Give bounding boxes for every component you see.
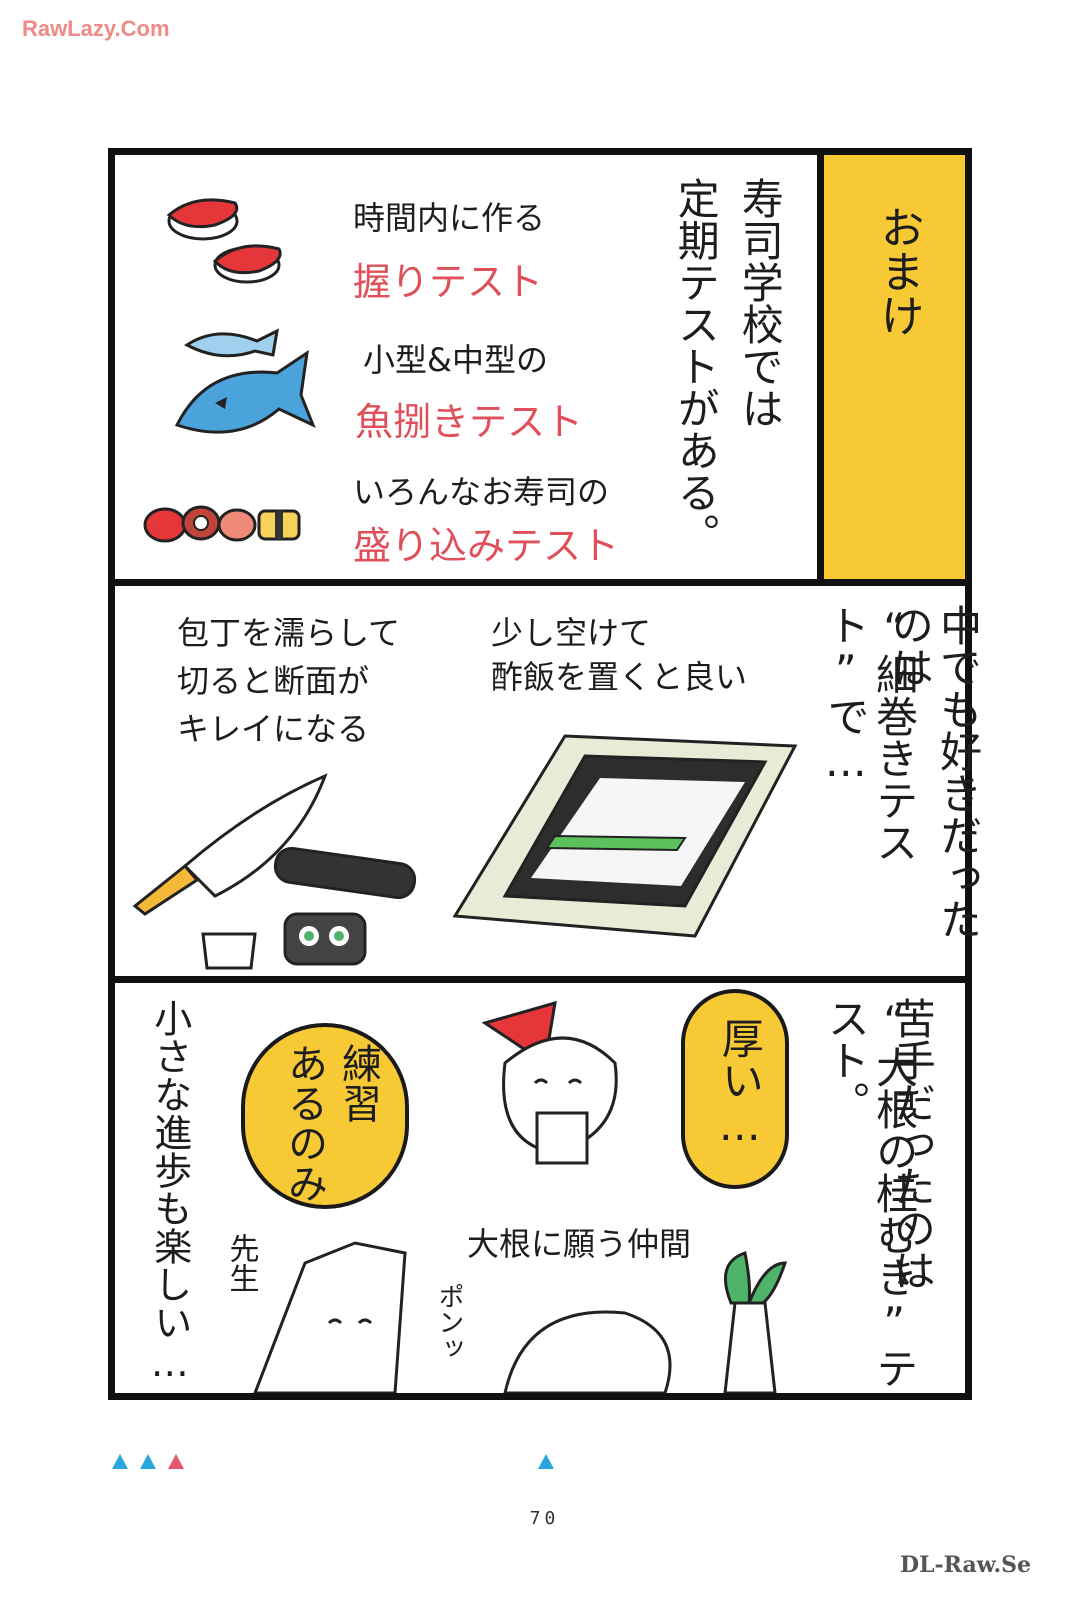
p1-narration-col1: 寿司学校では <box>735 177 785 429</box>
item2-line2: 魚捌きテスト <box>355 400 584 444</box>
note-left-line1: 包丁を濡らして <box>177 614 401 652</box>
sushi-platter-icon <box>143 505 301 543</box>
item3-line2: 盛り込みテスト <box>353 524 620 568</box>
p3-left-column: 小さな進歩も楽しい… <box>147 999 192 1385</box>
item1-line1: 時間内に作る <box>353 199 546 237</box>
triangle-marker-center <box>538 1454 554 1469</box>
p1-narration-col2: 定期テストがある。 <box>671 177 721 555</box>
knife-and-roll-illustration <box>132 773 417 970</box>
panel-divider-2 <box>115 976 965 983</box>
label-teacher: 先生 <box>223 1233 259 1293</box>
page-number: 70 <box>529 1508 560 1529</box>
speech-bubble-thick: 厚い… <box>681 989 789 1189</box>
watermark-top: RawLazy.Com <box>22 16 170 41</box>
bubble-practice-col1: 練習 <box>335 1043 381 1123</box>
item3-line1: いろんなお寿司の <box>353 473 610 511</box>
item1-line2: 握りテスト <box>353 260 544 304</box>
watermark-bottom: DL-Raw.Se <box>900 1552 1031 1578</box>
caption-daikon: 大根に願う仲間 <box>467 1225 692 1263</box>
sfx-pon: ポンッ <box>433 1283 464 1361</box>
omake-title: おまけ <box>872 205 924 337</box>
note-right-line1: 少し空けて <box>491 614 652 652</box>
item2-line1: 小型&中型の <box>363 341 548 379</box>
sushi-nigiri-icon <box>166 198 282 284</box>
note-left-line2: 切ると断面が <box>177 662 370 700</box>
makisu-illustration <box>452 734 798 938</box>
panel-divider-1 <box>115 579 965 586</box>
panel-2: 中でも好きだったのは “細巻きテスト”で… 包丁を濡らして 切ると断面が キレイ… <box>115 586 983 976</box>
p2-narration-col2: “細巻きテスト”で… <box>821 604 919 863</box>
panel-1: おまけ 寿司学校では 定期テストがある。 時間内に作る 握りテスト 小型&中型の… <box>115 155 965 583</box>
p3-narration-col2: “大根の桂むき”テスト。 <box>821 997 919 1389</box>
panel-3: 苦手だったのは “大根の桂むき”テスト。 厚い… 練習 あるのみ 小さな進歩も楽… <box>115 983 965 1393</box>
p2-narration-col1: 中でも好きだったのは <box>885 604 983 940</box>
comic-frame: おまけ 寿司学校では 定期テストがある。 時間内に作る 握りテスト 小型&中型の… <box>108 148 983 1400</box>
omake-band: おまけ <box>817 155 965 583</box>
bubble-thick-text: 厚い… <box>715 1017 765 1150</box>
student-with-hat-illustration <box>481 1000 618 1165</box>
fish-icon <box>174 328 316 434</box>
teacher-and-daikon-illustration <box>253 1241 788 1393</box>
note-left-line3: キレイになる <box>177 710 370 748</box>
bubble-practice-col2: あるのみ <box>281 1043 327 1203</box>
note-right-line2: 酢飯を置くと良い <box>491 658 748 696</box>
speech-bubble-practice: 練習 あるのみ <box>241 1023 409 1209</box>
triangle-markers-left <box>112 1454 184 1469</box>
p3-narration-col1: 苦手だったのは <box>887 997 937 1291</box>
